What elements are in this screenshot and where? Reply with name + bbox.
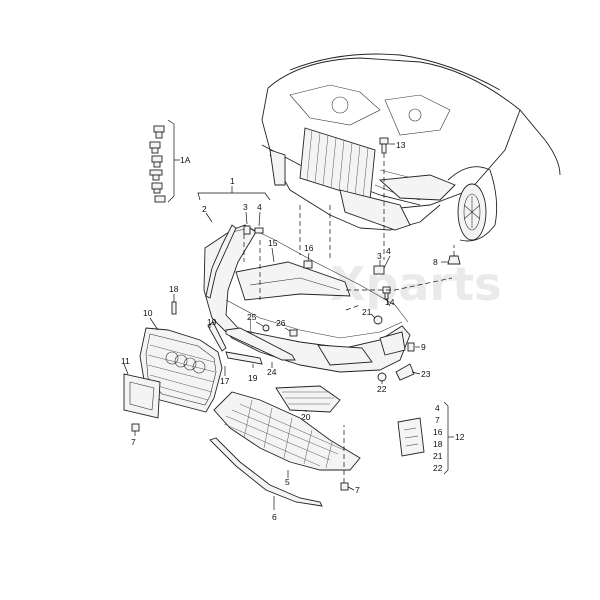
callout-7-left: 7 xyxy=(131,437,136,447)
repair-kit-bag xyxy=(397,417,425,457)
clip-8 xyxy=(441,255,461,265)
kit-item-4: 18 xyxy=(433,439,443,449)
kit-item-5: 21 xyxy=(433,451,443,461)
trim-19-lower xyxy=(225,351,263,365)
callout-17: 17 xyxy=(220,376,230,386)
callout-21: 21 xyxy=(362,307,372,317)
kit-bracket xyxy=(443,401,449,475)
clip-16 xyxy=(303,260,313,269)
callout-3-left: 3 xyxy=(243,202,248,212)
callout-1: 1 xyxy=(230,176,235,186)
under-tray-5 xyxy=(213,391,361,471)
callout-6: 6 xyxy=(272,512,277,522)
callout-15: 15 xyxy=(268,238,278,248)
clip-25 xyxy=(262,324,270,332)
car-front-body xyxy=(261,53,561,242)
clip-3 xyxy=(243,225,251,235)
hardware-set xyxy=(149,119,180,203)
kit-item-3: 16 xyxy=(433,427,443,437)
front-grille-10 xyxy=(139,327,223,413)
kit-item-1: 4 xyxy=(435,403,440,413)
clip-3-right xyxy=(373,265,385,275)
callout-7-bottom: 7 xyxy=(355,485,360,495)
callout-8: 8 xyxy=(433,257,438,267)
bumper-bracket-15 xyxy=(235,261,351,301)
trim-19-upper xyxy=(207,321,227,352)
tow-cap-23 xyxy=(395,363,415,381)
watermark: Xparts xyxy=(330,257,502,311)
lower-trim-6 xyxy=(209,437,323,507)
callout-18: 18 xyxy=(169,284,179,294)
bolt-13 xyxy=(379,137,395,154)
callout-19-upper: 19 xyxy=(207,317,217,327)
callout-11: 11 xyxy=(121,356,130,366)
screw-4 xyxy=(254,227,264,234)
kit-item-6: 22 xyxy=(433,463,443,473)
callout-2: 2 xyxy=(202,204,207,214)
callout-3-right: 3 xyxy=(377,251,382,261)
callout-9: 9 xyxy=(421,342,426,352)
callout-4-left: 4 xyxy=(257,202,262,212)
screw-7-bottom xyxy=(340,482,349,491)
callout-4-right: 4 xyxy=(386,246,391,256)
callout-10: 10 xyxy=(143,308,153,318)
callout-26: 26 xyxy=(276,318,286,328)
kit-item-2: 7 xyxy=(435,415,440,425)
clip-26 xyxy=(289,329,298,337)
callout-12: 12 xyxy=(455,432,465,442)
callout-1-bracket xyxy=(197,192,271,201)
trim-strip-2 xyxy=(205,224,237,299)
callout-22: 22 xyxy=(377,384,387,394)
callout-24: 24 xyxy=(267,367,277,377)
clip-21 xyxy=(373,315,383,325)
callout-20: 20 xyxy=(301,412,311,422)
bumper-cover xyxy=(203,224,411,373)
callout-1A: 1A xyxy=(180,155,191,165)
callout-5: 5 xyxy=(285,477,290,487)
callout-25: 25 xyxy=(247,312,257,322)
callout-19-lower: 19 xyxy=(248,373,258,383)
callout-16: 16 xyxy=(304,243,314,253)
trim-24 xyxy=(225,327,296,361)
callout-14: 14 xyxy=(385,297,395,307)
callout-13: 13 xyxy=(396,140,406,150)
callout-23: 23 xyxy=(421,369,431,379)
pin-18 xyxy=(171,301,177,315)
plate-holder-11 xyxy=(123,373,161,419)
screw-22 xyxy=(377,372,387,382)
screw-7-left xyxy=(131,423,140,432)
vent-grille-20 xyxy=(275,385,341,413)
screw-9 xyxy=(407,342,415,352)
